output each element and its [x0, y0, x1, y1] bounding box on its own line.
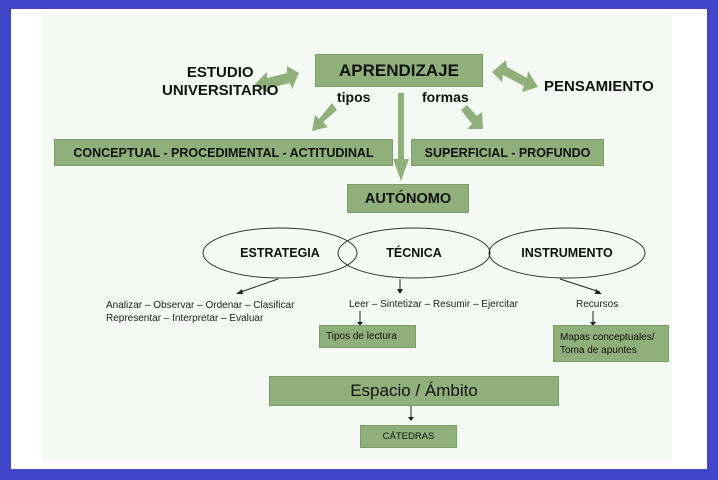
instrument-items: Recursos	[576, 299, 619, 310]
tipos-lectura-box: Tipos de lectura	[319, 325, 416, 348]
estrategia-label: ESTRATEGIA	[240, 246, 320, 260]
mapas-line2: Toma de apuntes	[560, 344, 637, 356]
arrow-autonomo-shaft	[398, 93, 404, 161]
formas-label: formas	[422, 89, 469, 105]
ellipse-estrategia	[202, 227, 358, 279]
types-label: CONCEPTUAL - PROCEDIMENTAL - ACTITUDINAL	[73, 145, 374, 160]
pensamiento-label: PENSAMIENTO	[544, 78, 654, 95]
instrumento-label: INSTRUMENTO	[521, 246, 613, 260]
double-arrow-left-icon	[255, 66, 299, 94]
mapas-box: Mapas conceptuales/ Toma de apuntes	[553, 325, 669, 362]
forms-box: SUPERFICIAL - PROFUNDO	[411, 139, 604, 166]
catedras-box: CÁTEDRAS	[360, 425, 457, 448]
estudio-universitario-label: ESTUDIO UNIVERSITARIO	[162, 64, 278, 100]
tecnica-label: TÉCNICA	[386, 246, 442, 260]
espacio-box: Espacio / Ámbito	[269, 376, 559, 406]
autonomo-label: AUTÓNOMO	[364, 190, 452, 207]
ellipse-instrumento	[488, 227, 646, 279]
types-box: CONCEPTUAL - PROCEDIMENTAL - ACTITUDINAL	[54, 139, 393, 166]
aprendizaje-label: APRENDIZAJE	[339, 60, 459, 80]
arrow-tipos-icon	[312, 103, 337, 131]
strategy-items-line1: Analizar – Observar – Ordenar – Clasific…	[106, 300, 295, 311]
strategy-items: Analizar – Observar – Ordenar – Clasific…	[106, 299, 294, 325]
double-arrow-right-icon	[492, 60, 538, 92]
catedras-label: CÁTEDRAS	[382, 431, 435, 442]
forms-label: SUPERFICIAL - PROFUNDO	[424, 145, 591, 160]
tipos-label: tipos	[337, 89, 371, 105]
ellipse-tecnica	[337, 227, 491, 279]
mapas-line1: Mapas conceptuales/	[560, 331, 655, 343]
arrow-autonomo-head-icon	[393, 159, 409, 181]
espacio-label: Espacio / Ámbito	[350, 381, 478, 400]
arrow-formas-icon	[461, 105, 483, 129]
technique-items: Leer – Sintetizar – Resumir – Ejercitar	[349, 299, 518, 310]
strategy-items-line2: Representar – Interpretar – Evaluar	[106, 313, 264, 324]
universitario-line: UNIVERSITARIO	[162, 82, 279, 99]
autonomo-box: AUTÓNOMO	[347, 184, 469, 213]
tipos-lectura-label: Tipos de lectura	[326, 331, 397, 342]
estudio-line: ESTUDIO	[186, 64, 254, 81]
aprendizaje-box: APRENDIZAJE	[315, 54, 483, 87]
